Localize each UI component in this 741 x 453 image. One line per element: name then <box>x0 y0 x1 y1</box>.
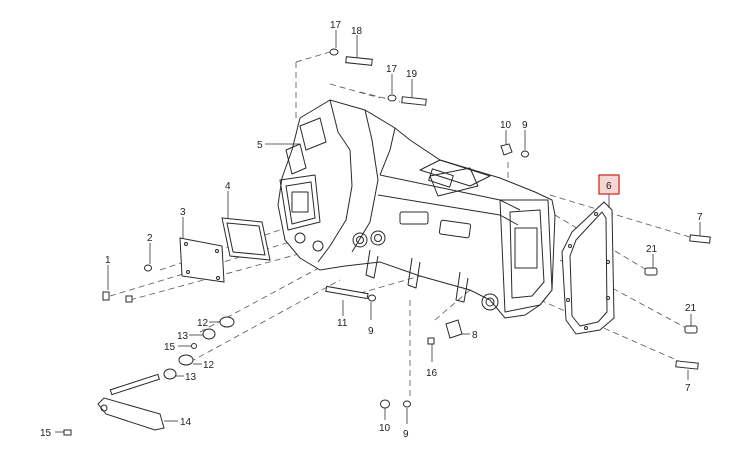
highlight-box-part-6 <box>598 174 620 195</box>
part-label-13: 13 <box>177 331 189 342</box>
part-label-11: 11 <box>337 318 348 329</box>
part-label-12: 12 <box>203 360 215 371</box>
part-label-17: 17 <box>330 20 342 31</box>
part-label-16: 16 <box>426 368 438 379</box>
part-label-10: 10 <box>500 120 512 131</box>
part-label-14: 14 <box>180 417 192 428</box>
leader-lines <box>55 30 701 433</box>
part-label-7: 7 <box>697 212 703 223</box>
fasteners <box>63 48 711 436</box>
part-label-1: 1 <box>105 255 111 266</box>
part-label-8: 8 <box>472 330 478 341</box>
part-label-18: 18 <box>351 26 363 37</box>
part-labels: 17 18 17 19 5 10 9 6 4 3 2 1 7 21 21 7 1… <box>40 20 703 440</box>
rear-gasket <box>561 201 615 335</box>
part-label-5: 5 <box>257 140 263 151</box>
part-label-10: 10 <box>379 423 391 434</box>
part-label-12: 12 <box>197 318 209 329</box>
part-label-4: 4 <box>225 181 231 192</box>
part-label-9: 9 <box>368 326 374 337</box>
part-label-2: 2 <box>147 233 153 244</box>
part-label-7: 7 <box>685 383 691 394</box>
transmission-housing <box>277 99 556 319</box>
part-label-17: 17 <box>386 64 398 75</box>
part-label-9: 9 <box>403 429 409 440</box>
part-label-9: 9 <box>522 120 528 131</box>
part-label-19: 19 <box>406 69 418 80</box>
part-label-13: 13 <box>185 372 197 383</box>
side-cover-plate <box>179 237 225 283</box>
part-label-15: 15 <box>40 428 52 439</box>
side-cover-gasket <box>221 217 271 261</box>
part-label-6: 6 <box>606 181 612 192</box>
part-label-15: 15 <box>164 342 176 353</box>
part-label-21: 21 <box>646 244 658 255</box>
part-label-3: 3 <box>180 207 186 218</box>
part-label-21: 21 <box>685 303 697 314</box>
